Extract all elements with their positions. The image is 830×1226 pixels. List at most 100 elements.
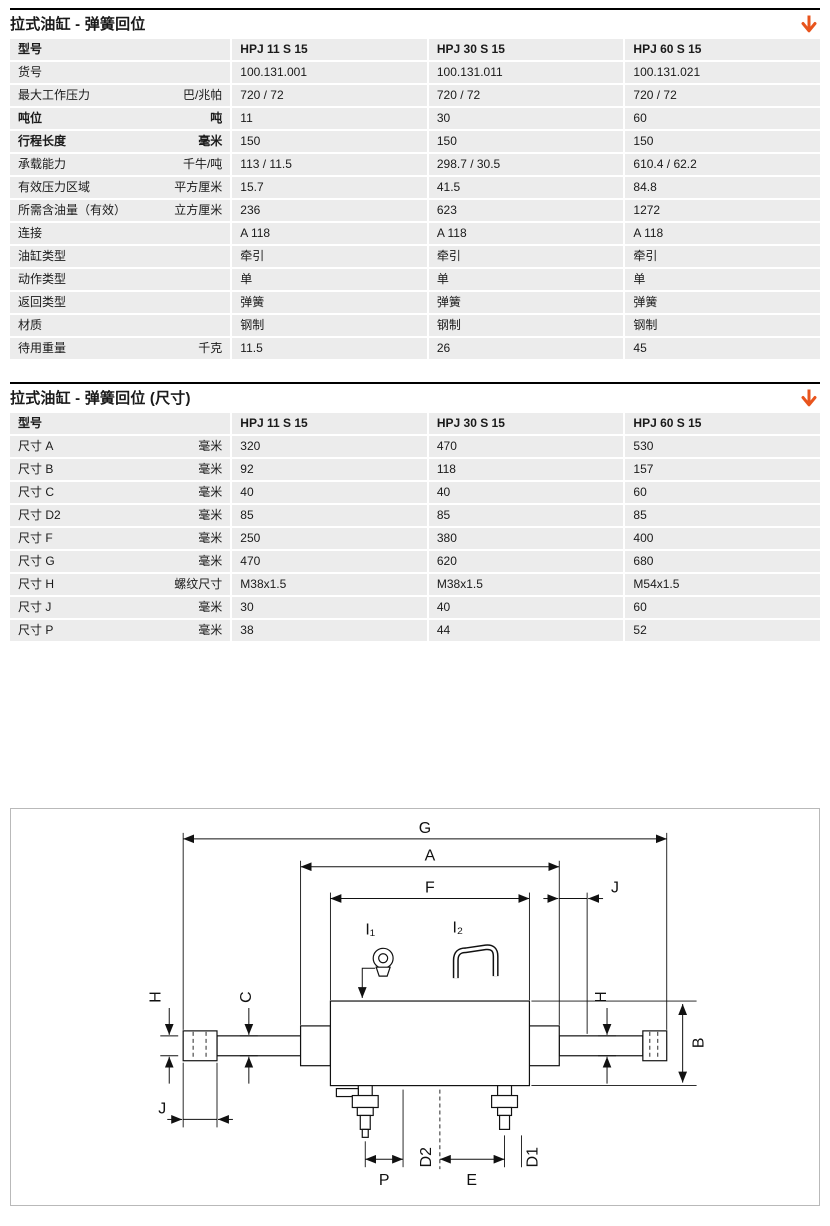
param-cell: 吨位 吨 xyxy=(10,108,231,129)
param-unit: 吨 xyxy=(210,111,223,125)
value-cell: 298.7 / 30.5 xyxy=(428,154,624,175)
param-label: 动作类型 xyxy=(18,272,67,286)
value-cell: 320 xyxy=(232,436,427,457)
value-cell: 113 / 11.5 xyxy=(232,154,427,175)
param-label: 尺寸 F xyxy=(18,531,53,545)
param-unit: 立方厘米 xyxy=(174,203,223,217)
value-cell: 40 xyxy=(232,482,427,503)
param-unit: 千牛/吨 xyxy=(182,157,223,171)
value-cell: M38x1.5 xyxy=(232,574,427,595)
param-label: 返回类型 xyxy=(18,295,67,309)
table-row: 返回类型弹簧弹簧弹簧 xyxy=(10,292,820,313)
value-cell: 100.131.021 xyxy=(625,62,820,83)
value-cell: 15.7 xyxy=(232,177,427,198)
left-port-fitting xyxy=(335,1085,379,1138)
param-unit: 毫米 xyxy=(198,600,223,614)
value-cell: 610.4 / 62.2 xyxy=(625,154,820,175)
value-cell: 85 xyxy=(428,505,624,526)
table-row: 动作类型单单单 xyxy=(10,269,820,290)
value-cell: 30 xyxy=(232,597,427,618)
value-cell: 11.5 xyxy=(232,338,427,359)
param-unit: 平方厘米 xyxy=(174,180,223,194)
value-cell: 680 xyxy=(625,551,820,572)
value-cell: A 118 xyxy=(428,223,624,244)
model-column-header: HPJ 11 S 15 xyxy=(232,413,427,434)
cylinder-geometry xyxy=(182,944,668,1138)
param-unit: 毫米 xyxy=(198,623,223,637)
value-cell: 52 xyxy=(625,620,820,641)
value-cell: 牵引 xyxy=(625,246,820,267)
value-cell: 400 xyxy=(625,528,820,549)
value-cell: 弹簧 xyxy=(232,292,427,313)
table-row: 油缸类型牵引牵引牵引 xyxy=(10,246,820,267)
param-cell: 最大工作压力巴/兆帕 xyxy=(10,85,231,106)
dim-label-h-right: H xyxy=(593,991,610,1003)
param-unit: 千克 xyxy=(198,341,223,355)
value-cell: 牵引 xyxy=(428,246,624,267)
download-arrow-icon[interactable] xyxy=(800,388,818,408)
value-cell: 弹簧 xyxy=(625,292,820,313)
value-cell: 41.5 xyxy=(428,177,624,198)
value-cell: M54x1.5 xyxy=(625,574,820,595)
dim-label-a: A xyxy=(425,848,436,865)
param-label: 承载能力 xyxy=(18,157,67,171)
model-column-header: HPJ 60 S 15 xyxy=(625,39,820,60)
param-cell: 材质 xyxy=(10,315,231,336)
value-cell: 720 / 72 xyxy=(232,85,427,106)
param-label: 最大工作压力 xyxy=(18,88,91,102)
section-header: 拉式油缸 - 弹簧回位 xyxy=(10,8,820,37)
table-row: 材质钢制钢制钢制 xyxy=(10,315,820,336)
dim-label-i2: I₂ xyxy=(452,919,463,936)
value-cell: 100.131.001 xyxy=(232,62,427,83)
value-cell: 60 xyxy=(625,597,820,618)
param-unit: 毫米 xyxy=(198,439,223,453)
value-cell: 85 xyxy=(232,505,427,526)
dim-label-i1: I₁ xyxy=(365,921,375,938)
param-label: 尺寸 D2 xyxy=(18,508,61,522)
dim-label-p: P xyxy=(379,1172,390,1189)
left-end-cap xyxy=(182,1030,218,1062)
param-cell: 待用重量千克 xyxy=(10,338,231,359)
param-label: 尺寸 P xyxy=(18,623,54,637)
section-title: 拉式油缸 - 弹簧回位 (尺寸) xyxy=(10,390,191,407)
dim-label-d1: D1 xyxy=(524,1147,541,1167)
value-cell: 380 xyxy=(428,528,624,549)
value-cell: 250 xyxy=(232,528,427,549)
dimension-diagram: G A F J I₁ I₂ H C H B J P D2 E D1 xyxy=(10,808,820,1206)
param-unit: 毫米 xyxy=(198,531,223,545)
value-cell: 30 xyxy=(428,108,624,129)
param-label: 尺寸 H xyxy=(18,577,55,591)
download-arrow-icon[interactable] xyxy=(800,14,818,34)
value-cell: 牵引 xyxy=(232,246,427,267)
param-label: 吨位 xyxy=(18,111,43,125)
value-cell: 60 xyxy=(625,482,820,503)
value-cell: 单 xyxy=(625,269,820,290)
param-label: 尺寸 B xyxy=(18,462,54,476)
right-saddle xyxy=(528,1025,560,1067)
model-column-header: HPJ 30 S 15 xyxy=(428,39,624,60)
param-unit: 毫米 xyxy=(198,134,223,148)
param-unit: 毫米 xyxy=(198,485,223,499)
cylinder-drawing: G A F J I₁ I₂ H C H B J P D2 E D1 xyxy=(147,820,707,1189)
param-column-header: 型号 xyxy=(10,413,231,434)
value-cell: 26 xyxy=(428,338,624,359)
param-label: 连接 xyxy=(18,226,43,240)
eyelet-accessory xyxy=(372,947,394,977)
value-cell: 157 xyxy=(625,459,820,480)
param-cell: 动作类型 xyxy=(10,269,231,290)
param-cell: 连接 xyxy=(10,223,231,244)
param-cell: 行程长度毫米 xyxy=(10,131,231,152)
value-cell: 钢制 xyxy=(428,315,624,336)
